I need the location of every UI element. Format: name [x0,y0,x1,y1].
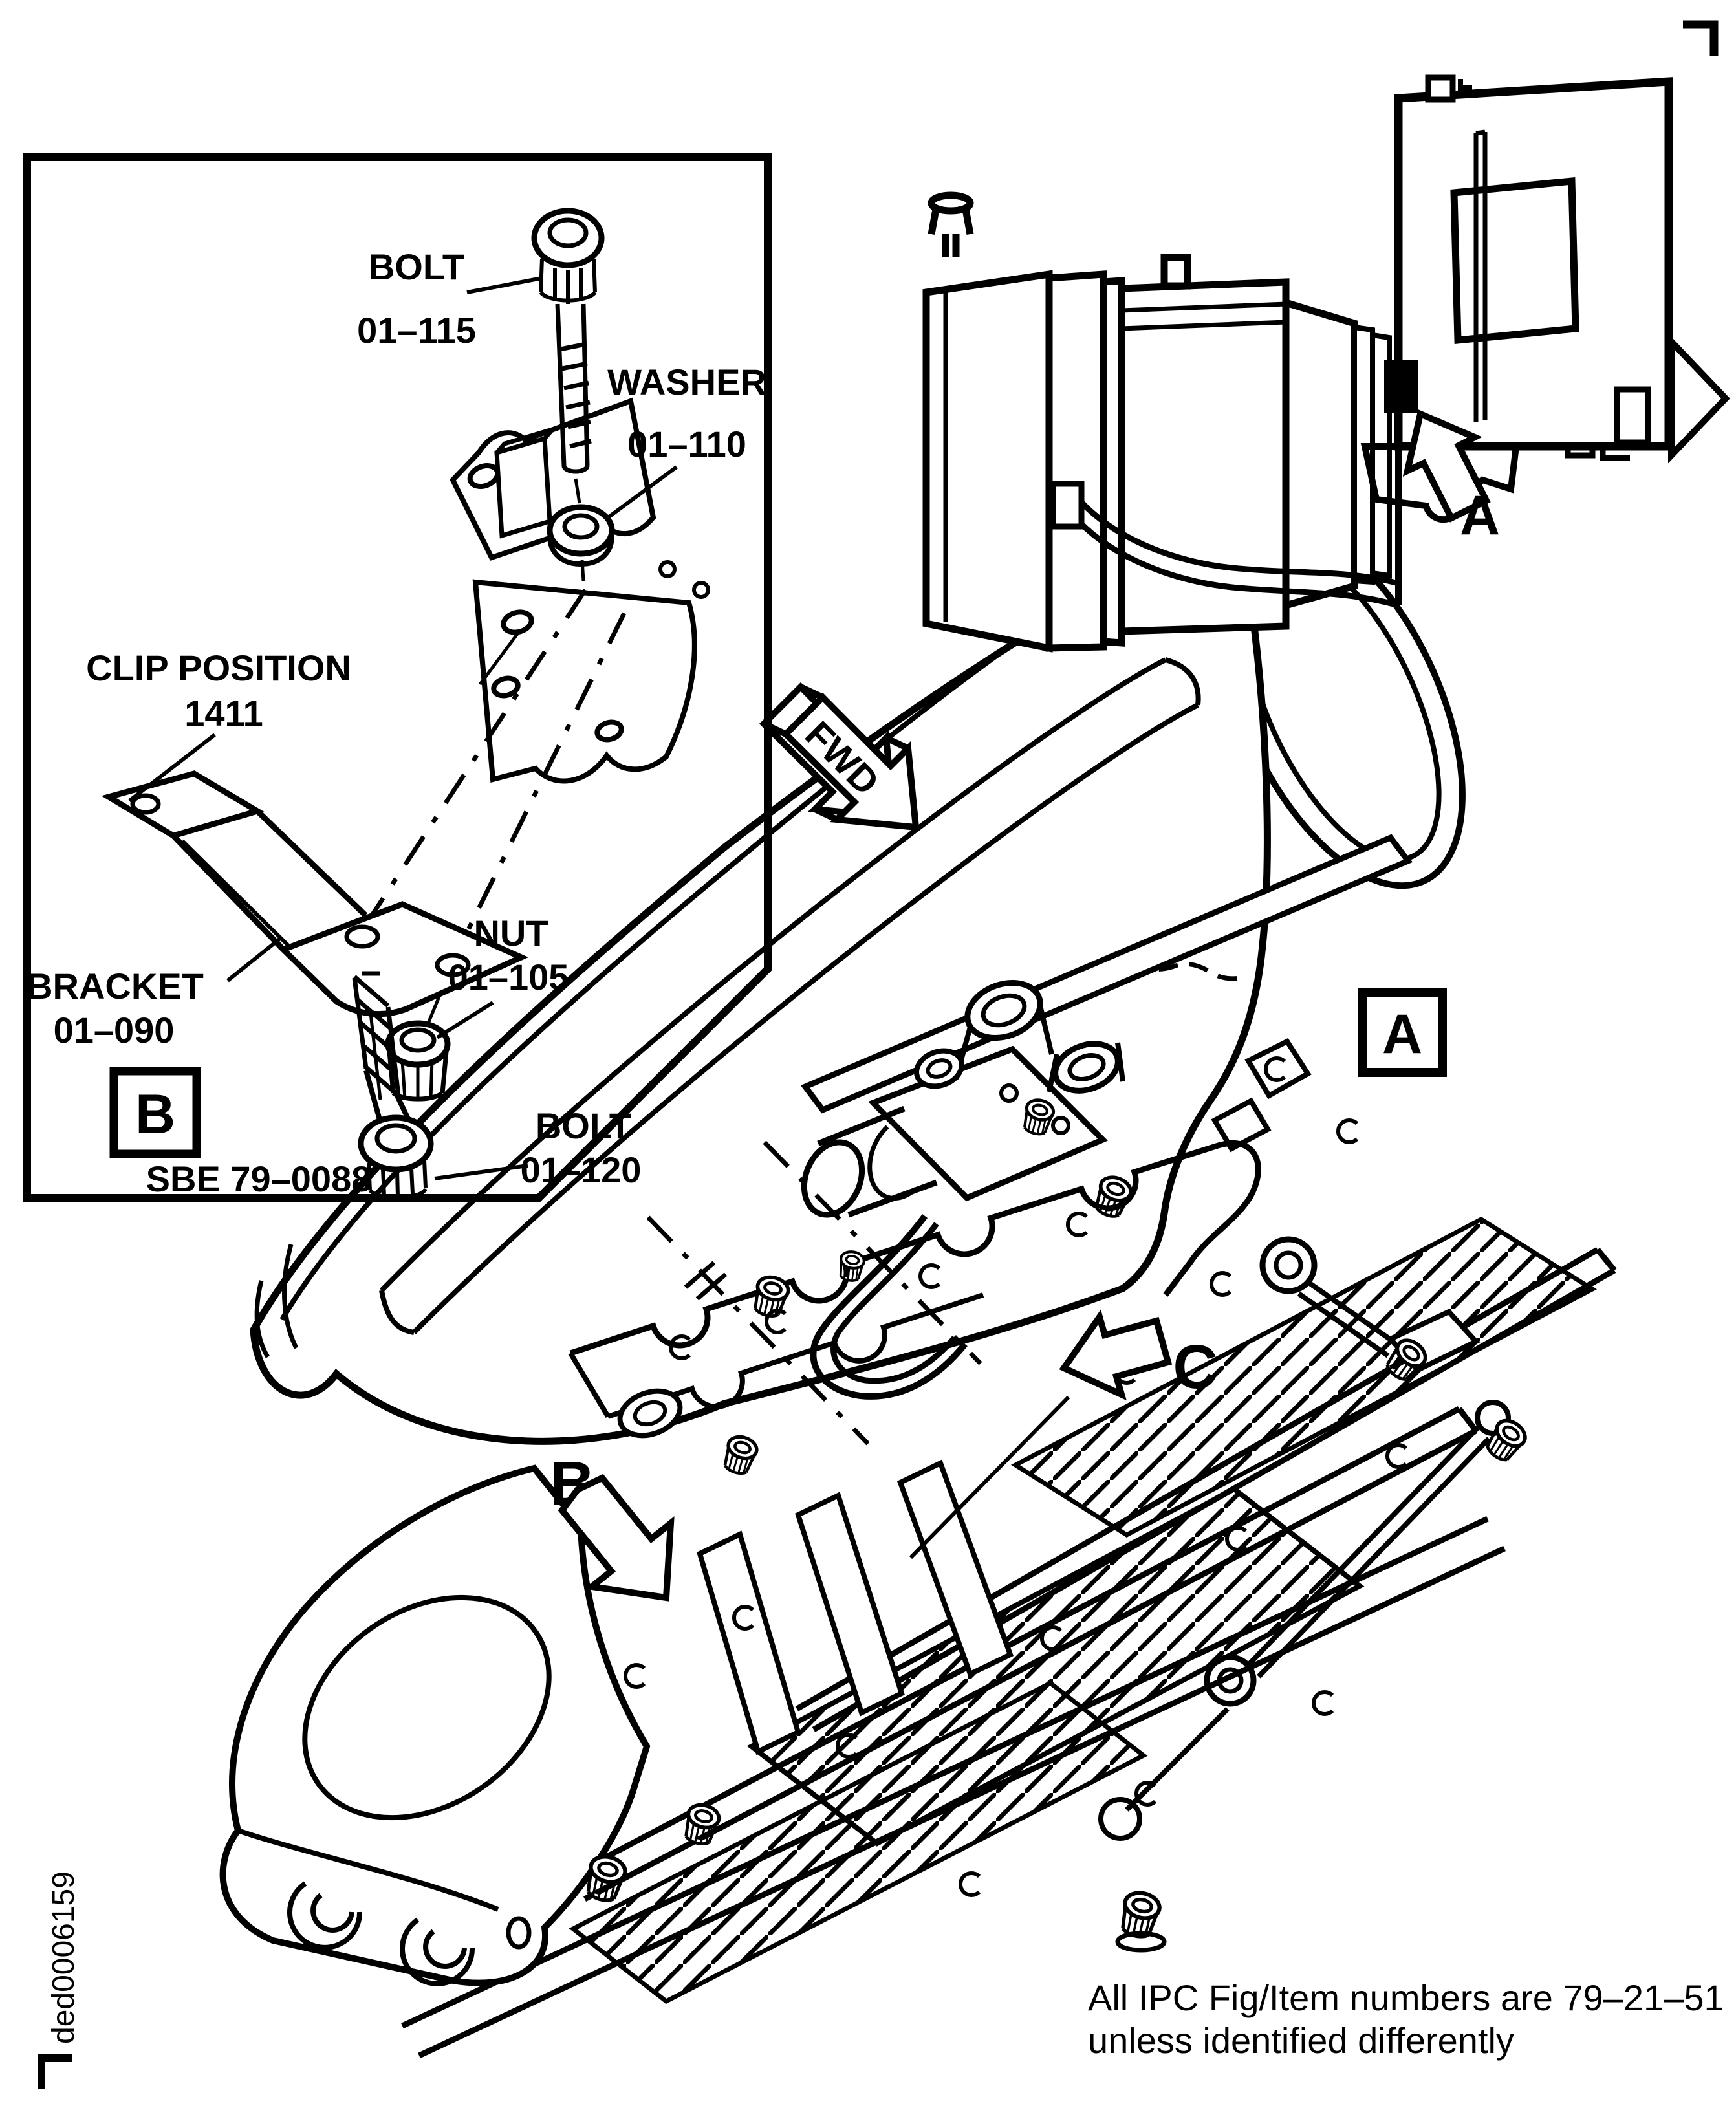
corner-mark-figure-id [38,2054,72,2089]
location-arrow-icon [1402,409,1491,523]
detail-projection-lines [646,1140,1070,1559]
callout-bracket-name: BRACKET [27,966,204,1006]
precooler-fin-matrix [569,1216,1598,2005]
callout-bolt-top-item: 01–115 [357,310,476,351]
precooler-location-marker: A [1384,360,1500,547]
corner-mark-top-right [1683,20,1719,56]
valve-assembly [617,979,1134,1477]
callout-bolt-bottom-name: BOLT [536,1105,631,1146]
bolt-01-120-drawing [352,971,434,1200]
detail-c-letter: C [1173,1332,1217,1402]
detail-box-b: BOLT 01–115 WASHER 01–110 CLIP POSITION … [23,153,772,1202]
callout-clip-item: 1411 [184,693,263,733]
leader-lines [128,276,678,1180]
detail-b-pointer: B [550,1449,675,1602]
footnote-line2: unless identified differently [1088,2020,1514,2061]
washer-01-110-drawing [547,478,615,581]
callout-nut-name: NUT [473,913,548,953]
main-assembly-illustration: A B C [219,521,1617,2059]
support-struts [697,1459,1014,1755]
callout-clip-name: CLIP POSITION [86,647,351,688]
linkage-rods [1098,1236,1530,1953]
mount-beam [800,834,1413,1114]
drawing-reference: SBE 79–0088 [146,1158,372,1199]
engine-overview: A [922,74,1730,653]
detail-letter: B [135,1083,175,1146]
callout-washer-item: 01–110 [627,424,746,464]
figure-id: ded0006159 [47,1871,81,2044]
footnote: All IPC Fig/Item numbers are 79–21–51 un… [1088,1977,1724,2061]
callout-bracket-item: 01–090 [54,1010,175,1050]
engine-location-letter: A [1460,484,1500,547]
view-a-box-label: A [1358,988,1447,1077]
detail-b-arrow-icon [558,1473,675,1602]
precooler-duct [250,542,1312,1445]
view-a-letter: A [1382,1003,1422,1065]
nut-01-105-drawing [385,1020,451,1102]
inlet-scoop-duct [219,1464,722,1986]
callout-nut-item: 01–105 [448,957,569,997]
detail-c-arrow-icon [1059,1309,1173,1401]
detail-letter-box: B [109,1067,201,1158]
bolt-01-115-drawing [531,208,605,474]
detail-c-pointer: C [1059,1309,1218,1402]
callout-bolt-top-name: BOLT [369,246,464,287]
callout-bolt-bottom-item: 01–120 [521,1149,642,1190]
footnote-line1: All IPC Fig/Item numbers are 79–21–51 [1088,1977,1724,2018]
callout-washer-name: WASHER [607,362,766,402]
